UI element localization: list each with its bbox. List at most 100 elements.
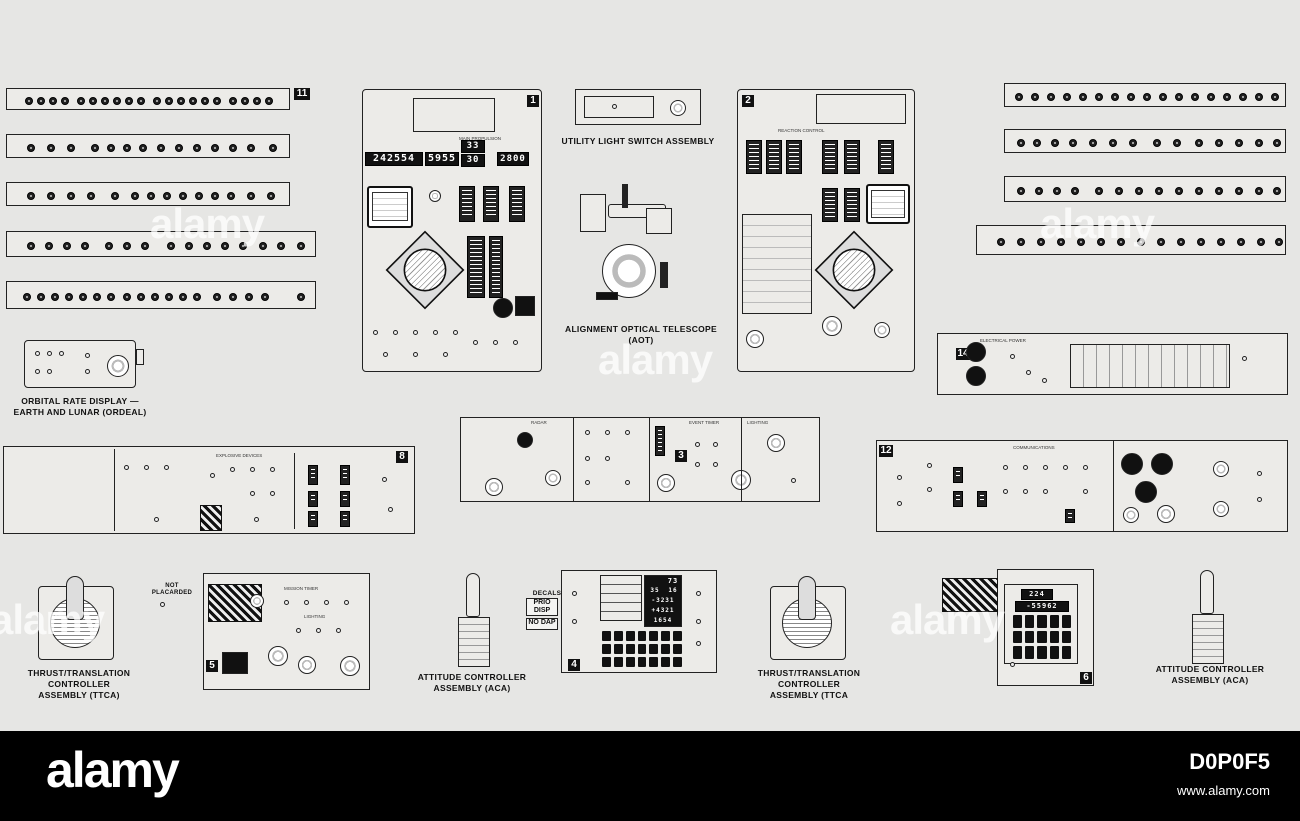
circuit-breaker[interactable] — [1197, 238, 1205, 246]
ttca-right-handle[interactable] — [798, 576, 816, 620]
circuit-breaker[interactable] — [49, 97, 57, 105]
circuit-breaker[interactable] — [1057, 238, 1065, 246]
circuit-breaker[interactable] — [213, 293, 221, 301]
panel-5-switch[interactable] — [284, 600, 289, 605]
panel-8-switch[interactable] — [230, 467, 235, 472]
circuit-breaker[interactable] — [297, 293, 305, 301]
panel-1-abort-button[interactable] — [493, 298, 513, 318]
aca-right-grip[interactable] — [1200, 570, 1214, 614]
panel-3-switch[interactable] — [713, 462, 718, 467]
panel-12-switch[interactable] — [1023, 465, 1028, 470]
panel-6-key[interactable] — [1061, 646, 1071, 659]
circuit-breaker[interactable] — [1017, 187, 1025, 195]
circuit-breaker[interactable] — [157, 144, 165, 152]
circuit-breaker[interactable] — [1195, 139, 1203, 147]
panel-1-switch[interactable] — [413, 330, 418, 335]
circuit-breaker[interactable] — [221, 242, 229, 250]
utility-light-knob[interactable] — [670, 100, 686, 116]
panel-12-switch[interactable] — [1257, 497, 1262, 502]
panel-12-switch[interactable] — [1003, 465, 1008, 470]
circuit-breaker[interactable] — [51, 293, 59, 301]
panel-1-switch[interactable] — [453, 330, 458, 335]
circuit-breaker[interactable] — [27, 144, 35, 152]
circuit-breaker[interactable] — [1097, 238, 1105, 246]
ttca-right[interactable] — [768, 576, 848, 662]
circuit-breaker[interactable] — [1095, 93, 1103, 101]
circuit-breaker[interactable] — [25, 97, 33, 105]
circuit-breaker[interactable] — [1033, 139, 1041, 147]
panel-4-switch[interactable] — [572, 619, 577, 624]
panel-12-switch[interactable] — [897, 501, 902, 506]
circuit-breaker[interactable] — [81, 242, 89, 250]
aca-right[interactable] — [1190, 570, 1226, 664]
panel-14-switch[interactable] — [1042, 378, 1047, 383]
panel-3-radar-knob[interactable] — [517, 432, 533, 448]
circuit-breaker[interactable] — [1155, 187, 1163, 195]
panel-8-switch[interactable] — [382, 477, 387, 482]
aca-left-grip[interactable] — [466, 573, 480, 617]
circuit-breaker[interactable] — [1111, 93, 1119, 101]
panel-6-key[interactable] — [1049, 630, 1059, 644]
circuit-breaker[interactable] — [153, 97, 161, 105]
dsky-key[interactable] — [637, 644, 647, 654]
circuit-breaker[interactable] — [45, 242, 53, 250]
circuit-breaker[interactable] — [87, 192, 95, 200]
circuit-breaker[interactable] — [1071, 187, 1079, 195]
circuit-breaker[interactable] — [137, 293, 145, 301]
panel-5-knob[interactable] — [250, 594, 264, 608]
panel-8-switch[interactable] — [144, 465, 149, 470]
panel-2-knob[interactable] — [746, 330, 764, 348]
panel-6-key[interactable] — [1025, 615, 1035, 628]
panel-1-switch[interactable] — [493, 340, 498, 345]
circuit-breaker[interactable] — [37, 293, 45, 301]
dsky-key[interactable] — [637, 631, 647, 641]
circuit-breaker[interactable] — [297, 242, 305, 250]
circuit-breaker[interactable] — [111, 192, 119, 200]
panel-5-switch[interactable] — [304, 600, 309, 605]
panel-12-switch[interactable] — [1003, 489, 1008, 494]
dsky-key[interactable] — [613, 657, 623, 667]
panel-12-knob[interactable] — [1213, 501, 1229, 517]
panel-3-switch[interactable] — [791, 478, 796, 483]
circuit-breaker[interactable] — [1031, 93, 1039, 101]
panel-6-key[interactable] — [1025, 630, 1035, 644]
panel-6-key[interactable] — [1061, 630, 1071, 644]
circuit-breaker[interactable] — [125, 97, 133, 105]
not-placarded-switch[interactable] — [160, 602, 165, 607]
circuit-breaker[interactable] — [65, 293, 73, 301]
circuit-breaker[interactable] — [93, 293, 101, 301]
dsky-key[interactable] — [602, 631, 611, 641]
circuit-breaker[interactable] — [193, 144, 201, 152]
circuit-breaker[interactable] — [1175, 187, 1183, 195]
panel-3-switch[interactable] — [625, 480, 630, 485]
dsky-key[interactable] — [602, 644, 611, 654]
circuit-breaker[interactable] — [101, 97, 109, 105]
circuit-breaker[interactable] — [61, 97, 69, 105]
circuit-breaker[interactable] — [1063, 93, 1071, 101]
circuit-breaker[interactable] — [1089, 139, 1097, 147]
circuit-breaker[interactable] — [179, 192, 187, 200]
circuit-breaker[interactable] — [141, 242, 149, 250]
panel-6-key[interactable] — [1025, 646, 1035, 659]
ttca-left[interactable] — [36, 576, 116, 662]
circuit-breaker[interactable] — [1079, 93, 1087, 101]
panel-5-switch[interactable] — [324, 600, 329, 605]
aot-handle[interactable] — [660, 262, 668, 288]
circuit-breaker[interactable] — [165, 97, 173, 105]
panel-12-knob[interactable] — [1213, 461, 1229, 477]
circuit-breaker[interactable] — [1223, 93, 1231, 101]
circuit-breaker[interactable] — [1153, 139, 1161, 147]
panel-6-key[interactable] — [1037, 646, 1047, 659]
circuit-breaker[interactable] — [1115, 187, 1123, 195]
utility-light-switch[interactable] — [612, 104, 617, 109]
circuit-breaker[interactable] — [253, 97, 261, 105]
circuit-breaker[interactable] — [1015, 93, 1023, 101]
circuit-breaker[interactable] — [167, 242, 175, 250]
circuit-breaker[interactable] — [267, 192, 275, 200]
circuit-breaker[interactable] — [247, 144, 255, 152]
panel-4-switch[interactable] — [696, 641, 701, 646]
aca-left[interactable] — [456, 573, 492, 667]
circuit-breaker[interactable] — [211, 144, 219, 152]
circuit-breaker[interactable] — [1195, 187, 1203, 195]
circuit-breaker[interactable] — [165, 293, 173, 301]
